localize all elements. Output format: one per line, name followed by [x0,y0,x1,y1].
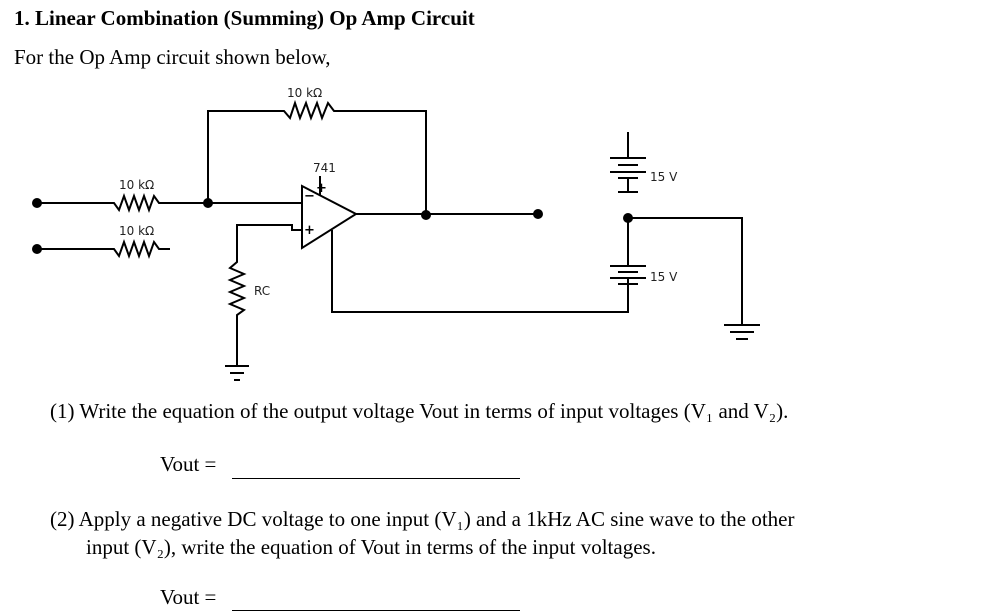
negative-supply-battery [610,265,646,285]
input-wire-1 [37,193,208,213]
opamp-model-label: 741 [313,161,336,175]
ground-symbols [225,324,760,381]
positive-supply-label: 15 V [650,170,678,184]
feedback-resistor-label: 10 kΩ [287,86,322,100]
question-2-line-2: input (V₂), write the equation of Vout i… [86,535,656,559]
op-amp-circuit-diagram: + − + 10 kΩ 10 kΩ 10 kΩ RC 741 15 V 15 V [32,86,760,381]
feedback-wire [207,99,427,215]
intro-text: For the Op Amp circuit shown below, [14,45,331,69]
minus-sign: − [304,189,315,204]
answer-2-label: Vout = [160,585,217,609]
problem-heading: 1. Linear Combination (Summing) Op Amp C… [14,6,475,30]
op-amp-symbol [301,184,359,250]
rc-wire [227,224,302,366]
answer-1-blank[interactable] [232,478,520,479]
positive-supply-battery [610,157,646,193]
answer-2-blank[interactable] [232,610,520,611]
circuit-nodes [32,198,633,254]
plus-sign-top: + [316,181,327,196]
question-2-line-1: (2) Apply a negative DC voltage to one i… [50,507,795,531]
input-wire-2 [37,239,170,259]
negative-supply-label: 15 V [650,270,678,284]
answer-1-label: Vout = [160,452,217,476]
rc-label: RC [254,284,270,298]
input-resistor-1-label: 10 kΩ [119,178,154,192]
plus-sign-input: + [304,223,315,238]
question-1: (1) Write the equation of the output vol… [50,399,789,423]
input-resistor-2-label: 10 kΩ [119,224,154,238]
question-2: (2) Apply a negative DC voltage to one i… [50,505,950,561]
